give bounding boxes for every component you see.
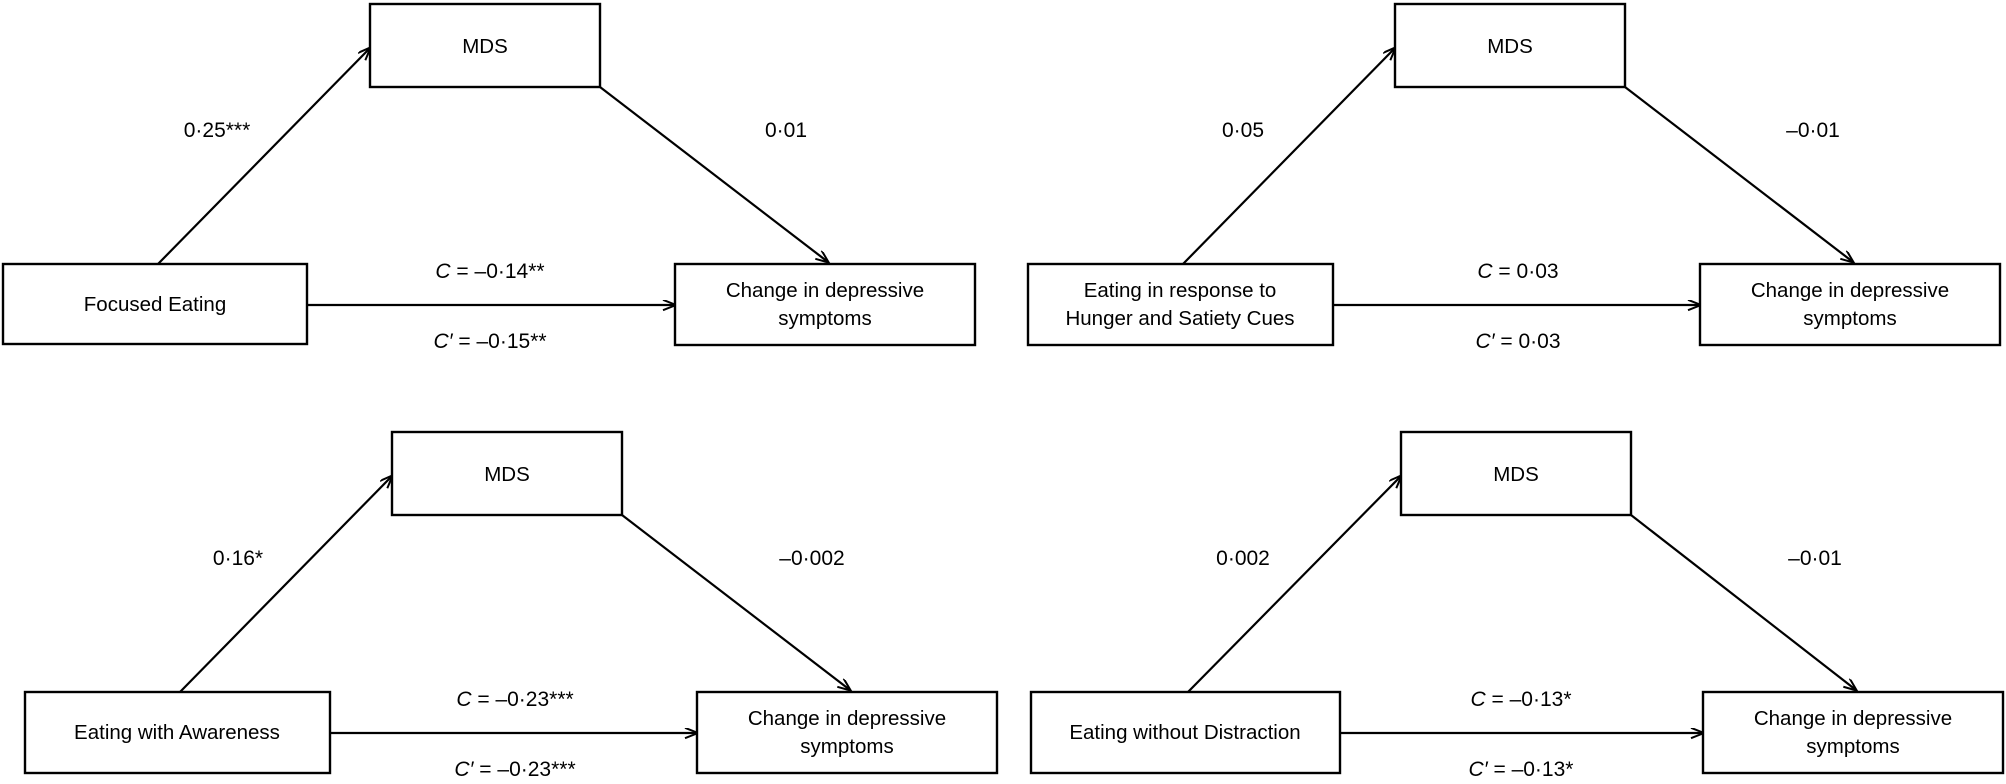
path-b-coefficient: –0·01 <box>1786 119 1840 142</box>
path-a-arrow <box>1187 476 1401 693</box>
path-c-prime-prefix: C′ <box>1475 330 1495 353</box>
path-b-arrow <box>1630 514 1856 690</box>
path-a-coefficient: 0·16* <box>213 547 263 570</box>
mediator-label: MDS <box>1487 35 1533 58</box>
predictor-label-line1: Eating with Awareness <box>74 721 280 744</box>
predictor-box <box>1029 690 1342 775</box>
path-a-arrow <box>1182 48 1395 265</box>
outcome-label-line1: Change in depressive <box>748 707 946 730</box>
outcome-label-line1: Change in depressive <box>1751 279 1949 302</box>
panel-hunger-satiety-cues: MDS Eating in response to Hunger and Sat… <box>1003 0 2006 392</box>
predictor-box <box>23 690 332 775</box>
path-c-value: –0·23*** <box>495 688 573 711</box>
outcome-label-line2: symptoms <box>800 735 893 758</box>
path-a-arrow <box>179 476 392 693</box>
path-a-coefficient: 0·25*** <box>184 119 251 142</box>
outcome-label-line2: symptoms <box>778 307 871 330</box>
path-c-prime-prefix: C′ <box>433 330 453 353</box>
mediator-box <box>1399 430 1633 517</box>
path-c-value: –0·14** <box>475 260 545 283</box>
path-b-coefficient: 0·01 <box>765 119 807 142</box>
path-c-value: –0·13* <box>1510 688 1572 711</box>
path-c-prime-value: 0·03 <box>1519 330 1561 353</box>
mediator-label: MDS <box>484 463 530 486</box>
mediator-box <box>368 2 602 89</box>
outcome-box <box>695 690 999 775</box>
outcome-label-line2: symptoms <box>1803 307 1896 330</box>
path-b-coefficient: –0·01 <box>1788 547 1842 570</box>
path-c-prime-label: C′ = –0·23*** <box>454 758 575 781</box>
outcome-label-line1: Change in depressive <box>1754 707 1952 730</box>
mediator-label: MDS <box>462 35 508 58</box>
path-c-prefix: C <box>1471 688 1487 711</box>
path-c-value: 0·03 <box>1517 260 1559 283</box>
predictor-box <box>1026 262 1335 347</box>
path-c-prime-prefix: C′ <box>1469 758 1489 781</box>
predictor-label-line1: Eating without Distraction <box>1069 721 1300 744</box>
path-c-prefix: C <box>456 688 472 711</box>
path-c-prime-value: –0·13* <box>1512 758 1574 781</box>
panel-focused-eating: MDS Focused Eating Change in depressive … <box>0 0 1003 392</box>
path-c-label: C = –0·13* <box>1471 688 1572 711</box>
path-b-coefficient: –0·002 <box>779 547 844 570</box>
predictor-box <box>1 262 309 346</box>
path-c-prime-label: C′ = –0·15** <box>433 330 546 353</box>
path-c-prime-label: C′ = 0·03 <box>1475 330 1560 353</box>
path-c-prefix: C <box>1477 260 1493 283</box>
path-c-prime-label: C′ = –0·13* <box>1469 758 1574 781</box>
path-c-prime-value: –0·15** <box>476 330 546 353</box>
outcome-box <box>1701 690 2005 775</box>
outcome-label-line1: Change in depressive <box>726 279 924 302</box>
outcome-label-line2: symptoms <box>1806 735 1899 758</box>
path-a-arrow <box>157 48 370 265</box>
path-b-arrow <box>1624 86 1853 262</box>
outcome-box <box>1698 262 2002 347</box>
mediator-box <box>1393 2 1627 89</box>
predictor-label-line1: Focused Eating <box>84 293 226 316</box>
path-c-prime-prefix: C′ <box>454 758 474 781</box>
path-a-coefficient: 0·002 <box>1216 547 1270 570</box>
predictor-label-line1: Eating in response to <box>1084 279 1277 302</box>
mediator-label: MDS <box>1493 463 1539 486</box>
path-c-prime-value: –0·23*** <box>497 758 575 781</box>
path-a-coefficient: 0·05 <box>1222 119 1264 142</box>
path-c-label: C = –0·14** <box>435 260 544 283</box>
mediator-box <box>390 430 624 517</box>
outcome-box <box>673 262 977 347</box>
path-c-prefix: C <box>435 260 451 283</box>
path-b-arrow <box>599 86 828 262</box>
panel-eating-without-distraction: MDS Eating without Distraction Change in… <box>1003 392 2006 784</box>
path-c-label: C = 0·03 <box>1477 260 1558 283</box>
path-c-label: C = –0·23*** <box>456 688 573 711</box>
predictor-label-line2: Hunger and Satiety Cues <box>1065 307 1294 330</box>
path-b-arrow <box>621 514 850 690</box>
panel-eating-with-awareness: MDS Eating with Awareness Change in depr… <box>0 392 1003 784</box>
